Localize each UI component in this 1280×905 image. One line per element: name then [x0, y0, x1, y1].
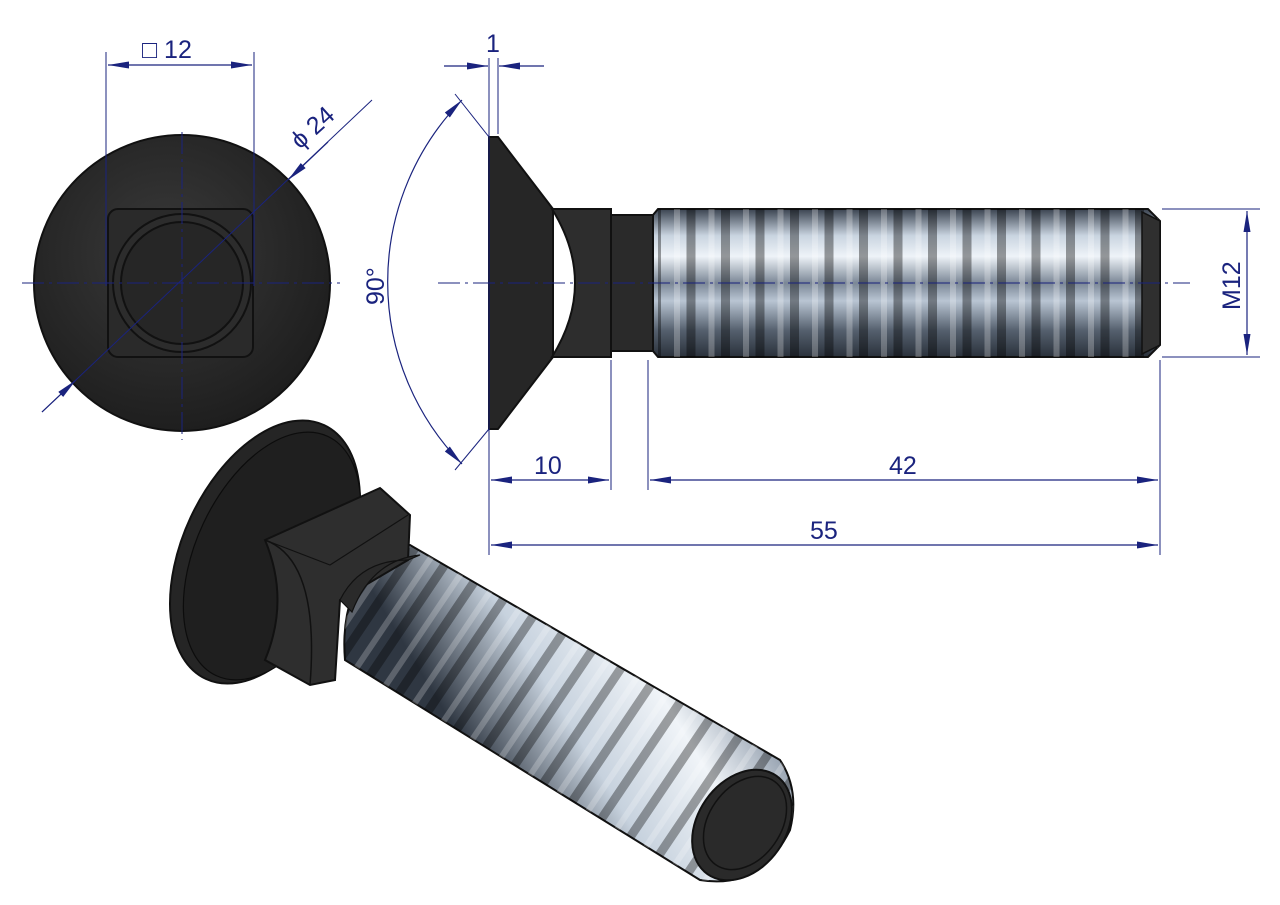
- rim-thickness-label: 1: [486, 30, 500, 58]
- top-view: [22, 52, 373, 440]
- isometric-view: [169, 419, 795, 883]
- overall-length-label: 55: [810, 517, 838, 545]
- thread-size-label: M12: [1218, 261, 1246, 310]
- diameter-label: ϕ 24: [285, 101, 340, 154]
- square-size-label: □ 12: [142, 36, 192, 64]
- neck-length-label: 10: [534, 452, 562, 480]
- thread-length-label: 42: [889, 452, 917, 480]
- angle-arc: [387, 99, 463, 465]
- angle-label: 90°: [362, 267, 390, 305]
- side-view: [387, 58, 1260, 555]
